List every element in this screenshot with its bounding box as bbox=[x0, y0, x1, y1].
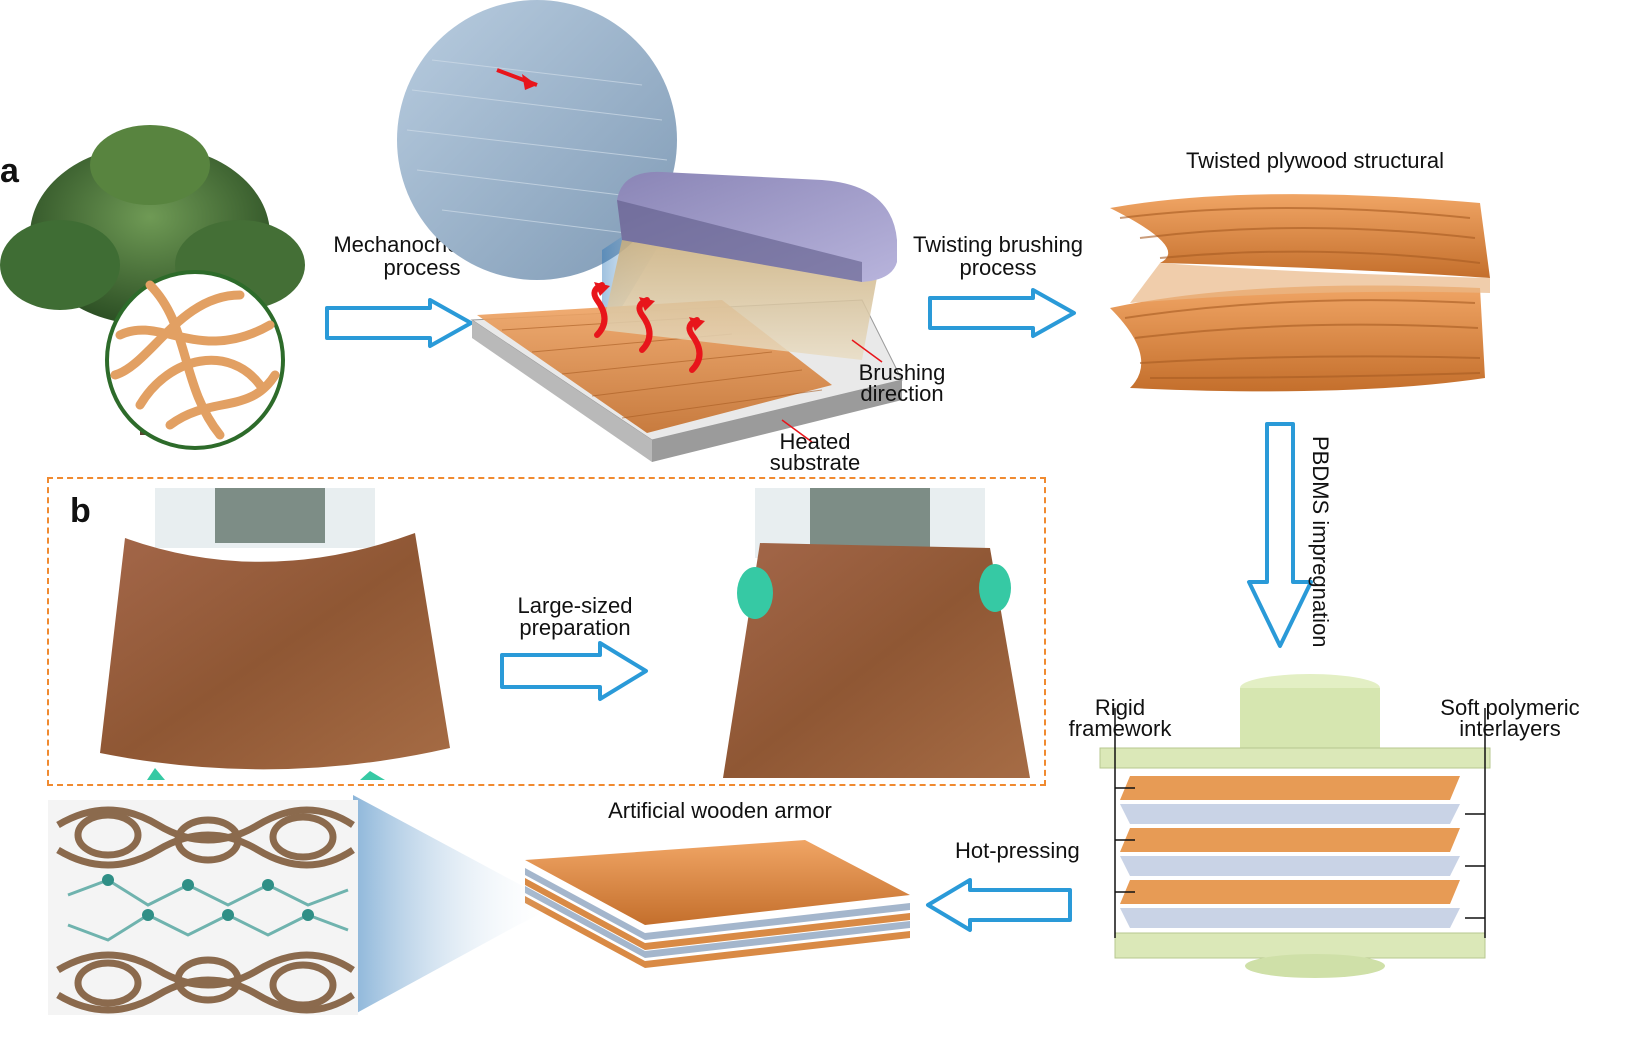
arrow-right-icon-2 bbox=[928, 288, 1076, 338]
twisting-label-line2: process bbox=[959, 255, 1037, 280]
soft-interlayers-line2: interlayers bbox=[1459, 716, 1561, 741]
brushing-direction-line1: Brushing bbox=[858, 360, 946, 385]
wooden-armor-illustration bbox=[525, 840, 910, 968]
pdms-label: PBDMS impregnation bbox=[1308, 436, 1333, 648]
panel-label-a: a bbox=[0, 152, 19, 190]
soft-interlayers-line1: Soft polymeric bbox=[1440, 695, 1580, 720]
magnified-fiber-view bbox=[397, 0, 677, 280]
hot-press-illustration bbox=[1099, 674, 1491, 978]
large-sized-line1: Large-sized bbox=[517, 593, 633, 618]
arrow-down-icon bbox=[1247, 422, 1313, 648]
tree-illustration bbox=[0, 125, 305, 450]
brushing-direction-line2: direction bbox=[860, 381, 944, 406]
twisting-label-line1: Twisting brushing bbox=[913, 232, 1083, 257]
flexible-sheet-photo bbox=[100, 488, 450, 780]
large-sheet-photo bbox=[723, 488, 1030, 778]
panel-label-b: b bbox=[70, 492, 91, 530]
arrow-right-icon-3 bbox=[500, 641, 648, 701]
heated-substrate-line1: Heated bbox=[779, 429, 851, 454]
mechanochemical-label-line2: process bbox=[383, 255, 461, 280]
brushing-illustration bbox=[397, 0, 903, 462]
large-sized-line2: preparation bbox=[519, 615, 631, 640]
rigid-framework-line2: framework bbox=[1068, 716, 1172, 741]
rigid-framework-line1: Rigid bbox=[1094, 695, 1146, 720]
molecular-structure-inset bbox=[48, 795, 558, 1015]
panel-b-frame bbox=[47, 477, 1046, 786]
arrow-right-icon-1 bbox=[325, 298, 473, 348]
hot-pressing-label: Hot-pressing bbox=[955, 838, 1080, 863]
armor-title: Artificial wooden armor bbox=[608, 798, 832, 823]
arrow-left-icon bbox=[926, 878, 1072, 932]
heated-substrate-line2: substrate bbox=[769, 450, 861, 475]
twisted-plywood-illustration bbox=[1110, 194, 1490, 392]
plywood-title: Twisted plywood structural bbox=[1186, 148, 1444, 173]
